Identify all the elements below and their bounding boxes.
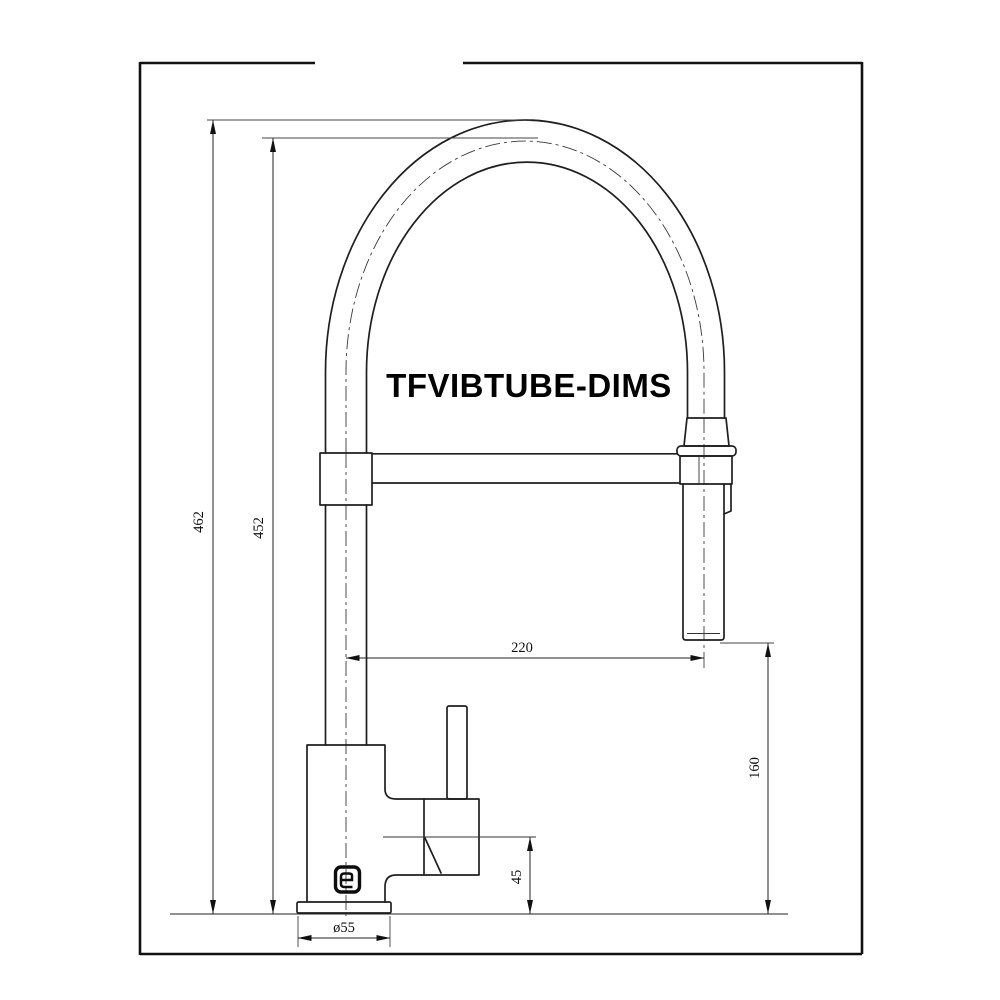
dimension-total-height: 462: [191, 119, 531, 914]
spray-trigger: [723, 483, 732, 515]
dimension-base-diameter: ø55: [297, 916, 391, 947]
dimension-label-base-diameter: ø55: [333, 920, 355, 936]
hose-centerline: [345, 140, 705, 453]
support-bar: [371, 452, 681, 484]
drawing-frame: [138, 61, 864, 956]
dimension-label-452: 452: [251, 517, 267, 539]
dimension-label-160: 160: [747, 757, 763, 779]
base-flange: [296, 901, 392, 914]
spray-head-flange: [676, 445, 737, 457]
model-title: TFVIBTUBE-DIMS: [386, 367, 672, 404]
hose-collar-left: [319, 452, 373, 506]
dimension-label-45: 45: [509, 870, 525, 885]
dimension-spout-reach: 220: [345, 640, 705, 668]
dimension-outlet-clearance: 160: [720, 642, 774, 914]
spray-head-body: [679, 455, 733, 485]
faucet-outline: [170, 119, 788, 915]
body-boss-bottom: [384, 874, 425, 903]
spray-nozzle: [682, 483, 725, 641]
faucet-body: [306, 744, 425, 903]
brand-logo-icon: [333, 865, 362, 894]
dimension-hose-height: 452: [251, 137, 538, 914]
dimension-body-height: 45: [509, 837, 533, 914]
hose-arch-inner: [365, 161, 689, 454]
riser-tube: [324, 504, 368, 746]
dimension-label-462: 462: [191, 511, 207, 533]
dimension-label-220: 220: [511, 640, 533, 656]
spray-head-collar: [683, 417, 730, 447]
handle-joint-line: [424, 837, 442, 874]
handle-lever: [446, 705, 468, 800]
